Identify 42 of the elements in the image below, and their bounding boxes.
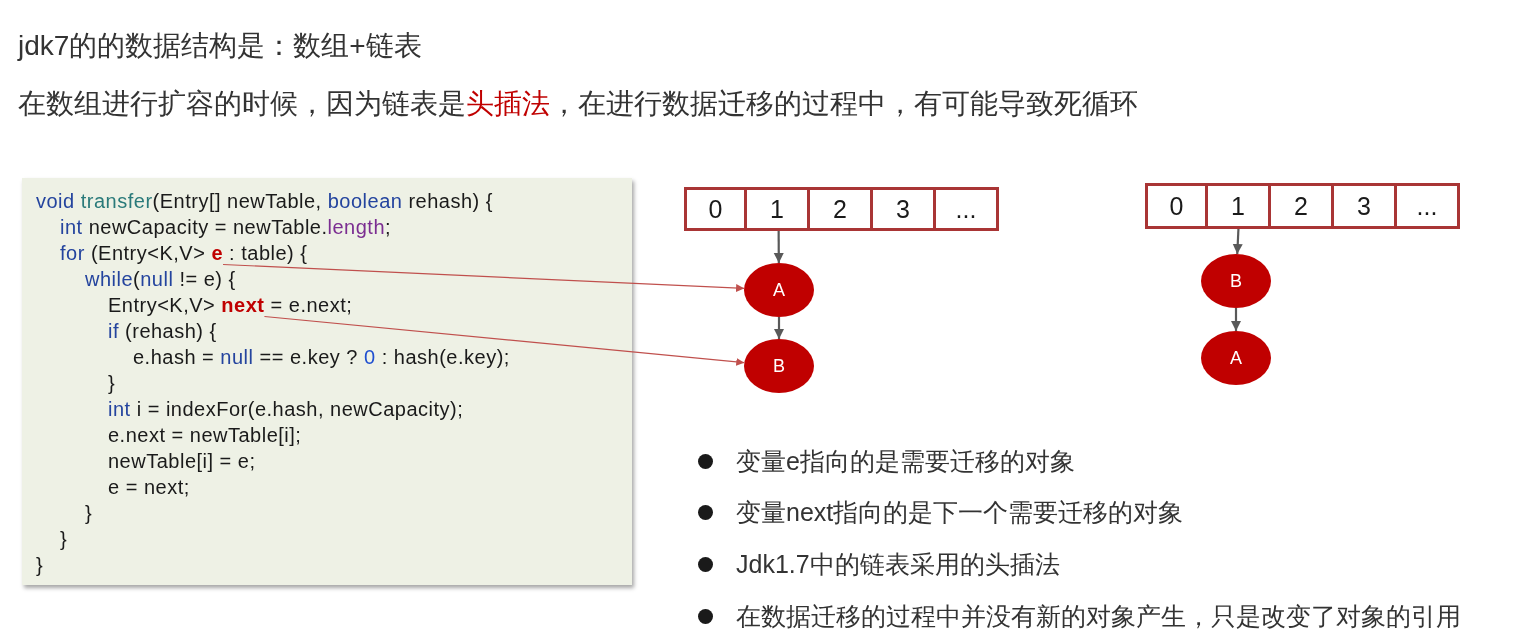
list-node-ellipse: B: [744, 339, 814, 393]
array-cell: 3: [1334, 183, 1397, 229]
code-line: newTable[i] = e;: [108, 449, 256, 473]
arrow: [263, 315, 745, 366]
code-line: while(null != e) {: [85, 267, 236, 291]
code-line: int i = indexFor(e.hash, newCapacity);: [108, 397, 464, 421]
array-cell: 0: [684, 187, 747, 231]
arrow: [774, 317, 784, 339]
code-line: void transfer(Entry[] newTable, boolean rehash) {: [36, 189, 493, 213]
array-cell: ...: [1397, 183, 1460, 229]
code-line: }: [60, 527, 68, 551]
bullet-text: 变量e指向的是需要迁移的对象: [736, 446, 1075, 476]
code-line: e.next = newTable[i];: [108, 423, 302, 447]
bullet-text: 在数据迁移的过程中并没有新的对象产生，只是改变了对象的引用: [736, 601, 1461, 631]
array-cell: 1: [747, 187, 810, 231]
code-line: if (rehash) {: [108, 319, 217, 343]
list-node-ellipse: A: [744, 263, 814, 317]
code-line: int newCapacity = newTable.length;: [60, 215, 392, 239]
code-line: Entry<K,V> next = e.next;: [108, 293, 353, 317]
list-node-ellipse: B: [1201, 254, 1271, 308]
array-cell: 2: [1271, 183, 1334, 229]
code-line: }: [108, 371, 116, 395]
array-cell: 3: [873, 187, 936, 231]
bullet-text: 变量next指向的是下一个需要迁移的对象: [736, 497, 1184, 527]
code-panel: [22, 178, 632, 585]
list-node-ellipse: A: [1201, 331, 1271, 385]
arrow: [1232, 228, 1243, 255]
array-cell: ...: [936, 187, 999, 231]
code-line: }: [85, 501, 93, 525]
code-line: e = next;: [108, 475, 190, 499]
title: jdk7的的数据结构是：数组+链表: [18, 29, 422, 63]
arrow: [773, 231, 784, 263]
array-cell: 1: [1208, 183, 1271, 229]
code-line: e.hash = null == e.key ? 0 : hash(e.key);: [133, 345, 510, 369]
arrow: [222, 263, 745, 293]
code-line: }: [36, 553, 44, 577]
array-cell: 0: [1145, 183, 1208, 229]
arrow: [1231, 308, 1241, 331]
bullet-text: Jdk1.7中的链表采用的头插法: [736, 549, 1060, 579]
array-cell: 2: [810, 187, 873, 231]
subtitle-text: 在数组进行扩容的时候，因为链表是头插法，在进行数据迁移的过程中，有可能导致死循环: [18, 87, 1138, 121]
code-line: for (Entry<K,V> e : table) {: [60, 241, 308, 265]
